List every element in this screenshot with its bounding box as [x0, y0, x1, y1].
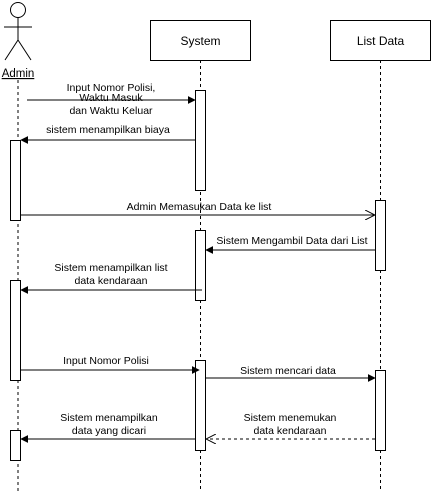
message-label-menampilkan-biaya: sistem menampilkan biaya: [46, 124, 170, 136]
message-label-input-waktu-3: dan Waktu Keluar: [69, 105, 153, 117]
message-label-mengambil-data: Sistem Mengambil Data dari List: [216, 235, 367, 247]
list-data-activation-1: [375, 200, 386, 271]
admin-activation-1: [10, 140, 21, 221]
system-participant-box: [150, 20, 251, 61]
list-data-activation-2: [375, 370, 386, 451]
message-label-menemukan-data-1: Sistem menemukan: [244, 412, 337, 424]
message-label-input-waktu-2: Waktu Masuk: [79, 92, 143, 104]
message-label-input-nomor-polisi: Input Nomor Polisi: [63, 355, 149, 367]
message-label-line: Input Nomor Polisi,: [67, 82, 156, 94]
message-label-mencari-data: Sistem mencari data: [240, 365, 336, 377]
list-data-participant-box: [330, 20, 431, 61]
system-activation-3: [195, 360, 206, 451]
message-label-memasukan-data: Admin Memasukan Data ke list: [127, 201, 272, 213]
message-label-menampilkan-list-2: data kendaraan: [75, 275, 148, 287]
message-label-menemukan-data-2: data kendaraan: [254, 425, 327, 437]
list-data-label: List Data: [357, 34, 405, 48]
message-label-line: dan Waktu Keluar: [69, 105, 153, 117]
message-label-line: Waktu Masuk: [79, 92, 143, 104]
admin-actor-icon: [4, 2, 32, 61]
system-activation-1: [195, 90, 206, 191]
system-label: System: [180, 34, 220, 48]
message-label-input-waktu: Input Nomor Polisi,: [67, 82, 156, 94]
message-label-menampilkan-list-1: Sistem menampilkan list: [54, 262, 167, 274]
activation-bars: [10, 90, 386, 461]
system-activation-2: [195, 230, 206, 301]
admin-activation-2: [10, 280, 21, 381]
message-label-menampilkan-data-2: data yang dicari: [72, 425, 146, 437]
message-label-menampilkan-data-1: Sistem menampilkan: [60, 412, 158, 424]
admin-activation-3: [10, 430, 21, 461]
admin-label: Admin: [2, 68, 35, 80]
